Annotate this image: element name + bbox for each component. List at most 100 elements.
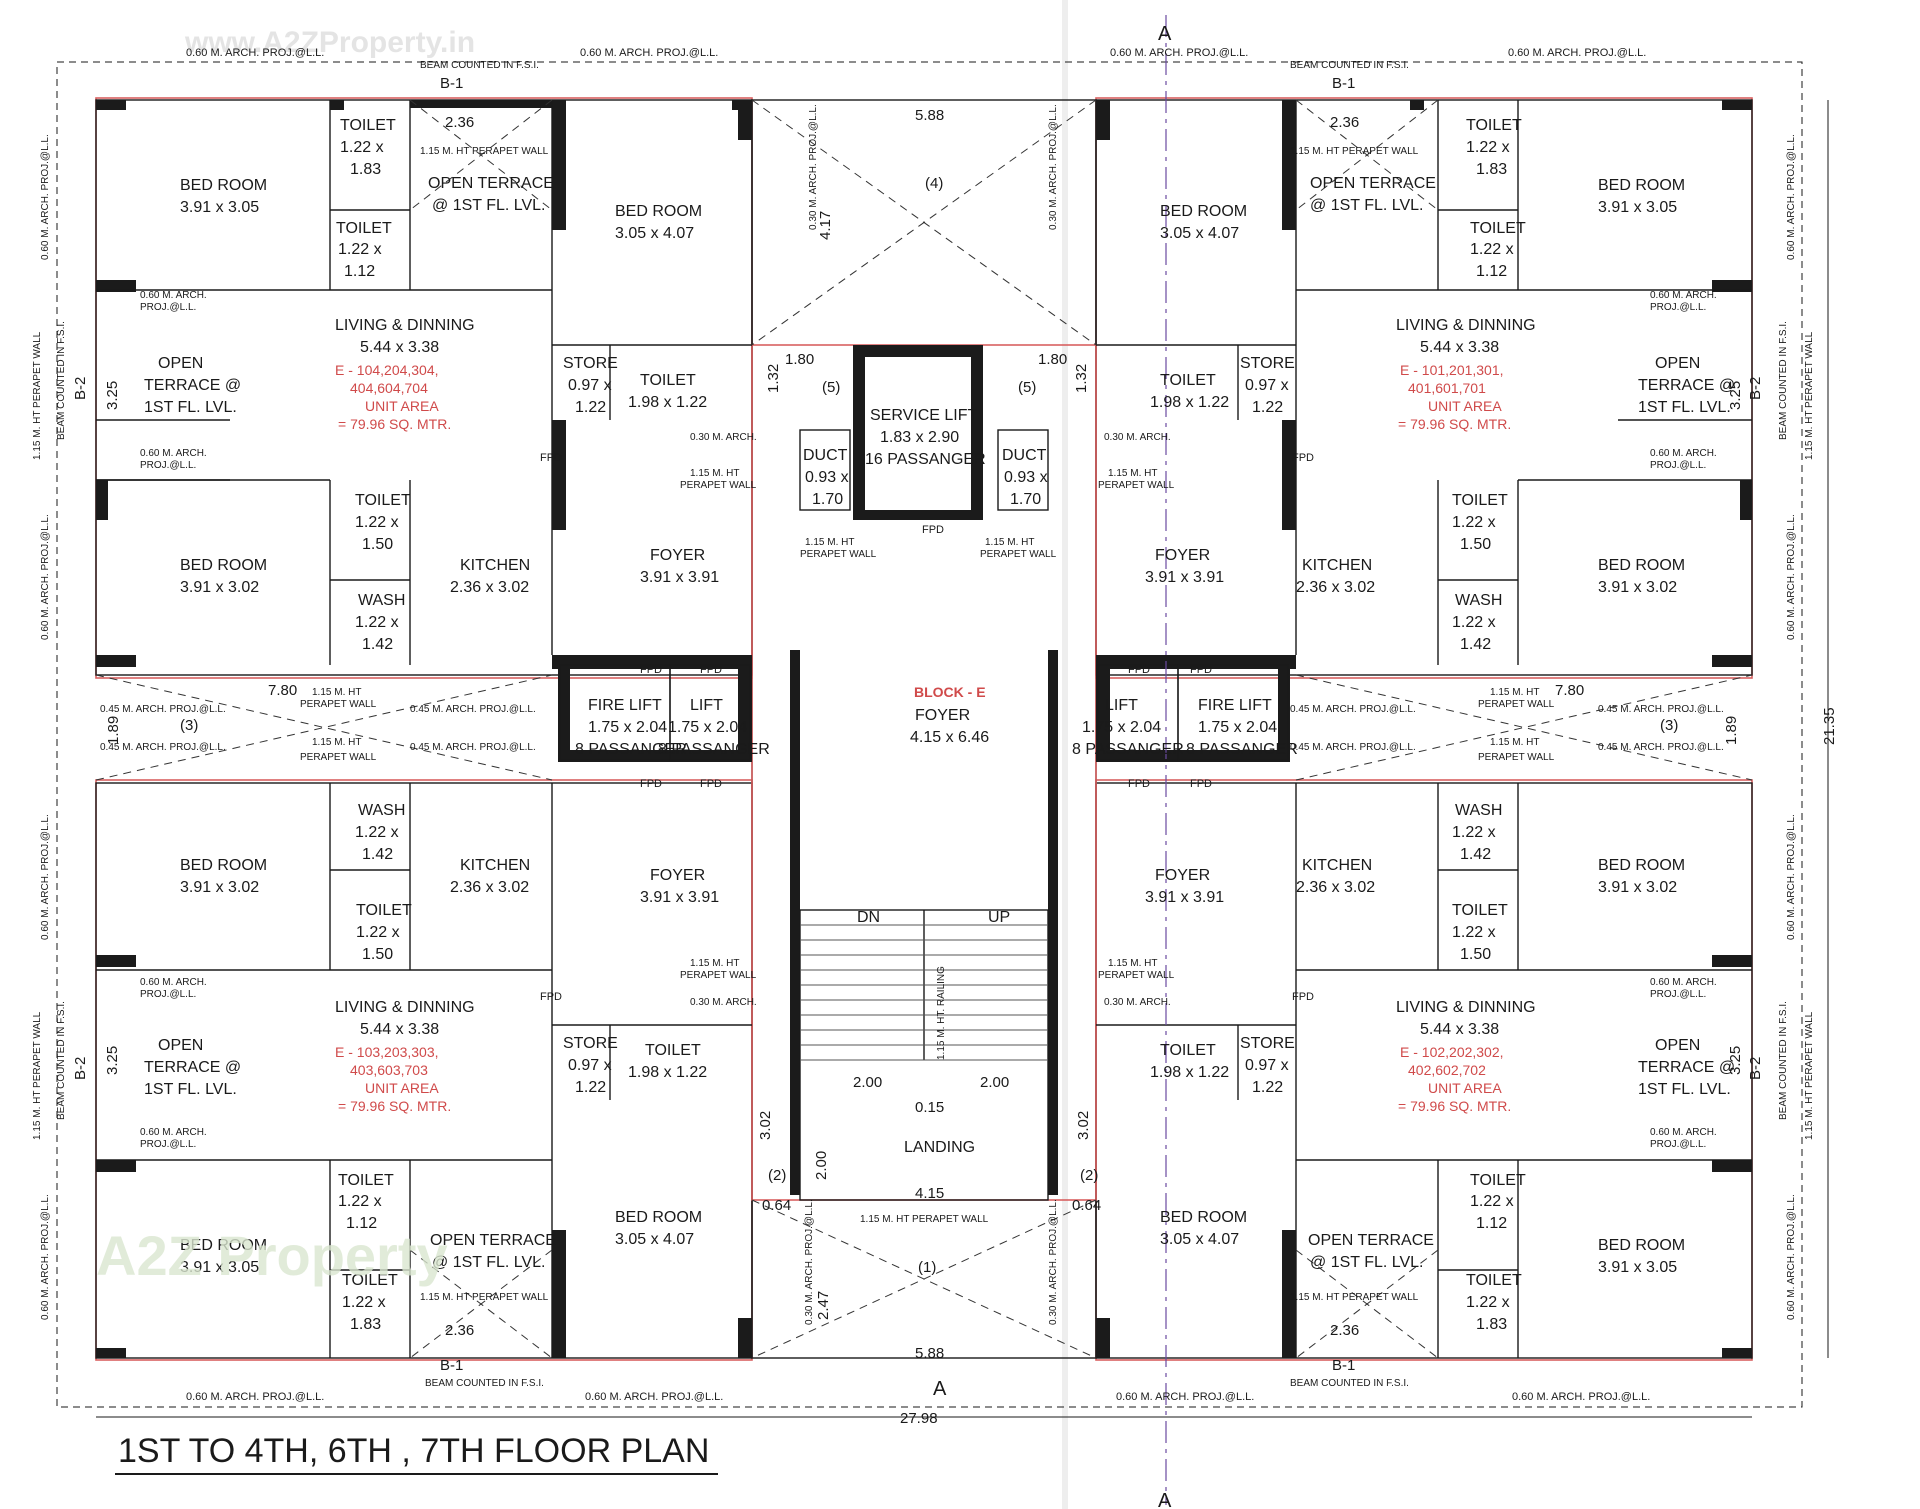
svg-text:PERAPET WALL: PERAPET WALL	[1478, 699, 1555, 710]
svg-text:TOILET: TOILET	[355, 492, 411, 509]
svg-text:0.15: 0.15	[915, 1099, 944, 1116]
svg-text:4.17: 4.17	[817, 211, 834, 240]
svg-text:1ST FL. LVL.: 1ST FL. LVL.	[1638, 399, 1731, 416]
svg-text:(5): (5)	[1018, 379, 1036, 396]
svg-text:3.91 x 3.02: 3.91 x 3.02	[1598, 579, 1677, 596]
svg-text:E - 101,201,301,: E - 101,201,301,	[1400, 362, 1504, 378]
svg-text:TOILET: TOILET	[340, 117, 396, 134]
svg-text:TOILET: TOILET	[338, 1172, 394, 1189]
svg-text:1.70: 1.70	[1010, 491, 1041, 508]
svg-text:3.25: 3.25	[104, 1046, 121, 1075]
svg-text:8 PASSANGER: 8 PASSANGER	[1072, 741, 1184, 758]
svg-text:BEAM COUNTED IN F.S.I.: BEAM COUNTED IN F.S.I.	[1778, 1001, 1789, 1120]
svg-text:1.50: 1.50	[1460, 946, 1491, 963]
svg-text:1.15 M. HT: 1.15 M. HT	[312, 737, 361, 748]
svg-text:0.64: 0.64	[762, 1197, 791, 1214]
svg-text:WASH: WASH	[1455, 592, 1502, 609]
svg-text:0.60 M. ARCH. PROJ.@L.L.: 0.60 M. ARCH. PROJ.@L.L.	[1110, 47, 1248, 59]
svg-text:1.89: 1.89	[105, 716, 122, 745]
svg-text:1.83: 1.83	[350, 161, 381, 178]
svg-text:1.15 M. HT PERAPET WALL: 1.15 M. HT PERAPET WALL	[1290, 146, 1419, 157]
watermark-url: www.A2ZProperty.in	[184, 26, 475, 59]
svg-text:UNIT AREA: UNIT AREA	[365, 398, 439, 414]
svg-text:TOILET: TOILET	[336, 220, 392, 237]
svg-text:PERAPET WALL: PERAPET WALL	[680, 970, 757, 981]
svg-text:BED ROOM: BED ROOM	[180, 177, 267, 194]
svg-text:1.83: 1.83	[1476, 161, 1507, 178]
svg-text:= 79.96 SQ. MTR.: = 79.96 SQ. MTR.	[1398, 1098, 1511, 1114]
svg-text:FPD: FPD	[540, 991, 562, 1003]
svg-text:TOILET: TOILET	[640, 372, 696, 389]
svg-text:FPD: FPD	[1190, 664, 1212, 676]
svg-text:1.22 x: 1.22 x	[340, 139, 384, 156]
svg-text:1.22 x: 1.22 x	[1452, 824, 1496, 841]
svg-text:A: A	[1158, 23, 1172, 45]
svg-text:0.97 x: 0.97 x	[568, 377, 612, 394]
central-core: SERVICE LIFT 1.83 x 2.90 16 PASSANGER DU…	[105, 107, 1740, 1362]
svg-text:3.91 x 3.02: 3.91 x 3.02	[180, 579, 259, 596]
svg-text:TERRACE @: TERRACE @	[1638, 1059, 1735, 1076]
svg-text:0.60 M. ARCH.: 0.60 M. ARCH.	[140, 448, 207, 459]
svg-text:E - 104,204,304,: E - 104,204,304,	[335, 362, 439, 378]
svg-text:(1): (1)	[918, 1259, 936, 1276]
svg-text:401,601,701: 401,601,701	[1408, 380, 1486, 396]
svg-text:1.98 x 1.22: 1.98 x 1.22	[628, 1064, 707, 1081]
svg-text:2.36: 2.36	[1330, 114, 1359, 131]
svg-text:TERRACE @: TERRACE @	[144, 1059, 241, 1076]
svg-text:STORE: STORE	[1240, 1035, 1295, 1052]
svg-text:0.30 M. ARCH. PROJ.@L.L.: 0.30 M. ARCH. PROJ.@L.L.	[1048, 1199, 1059, 1325]
svg-text:1.15 M. HT PERAPET WALL: 1.15 M. HT PERAPET WALL	[32, 1011, 43, 1140]
plan-title: 1ST TO 4TH, 6TH , 7TH FLOOR PLAN	[118, 1432, 709, 1470]
svg-text:DUCT: DUCT	[1002, 447, 1047, 464]
svg-text:3.05 x 4.07: 3.05 x 4.07	[1160, 225, 1239, 242]
svg-text:3.05 x 4.07: 3.05 x 4.07	[615, 1231, 694, 1248]
svg-text:8 PASSANGER: 8 PASSANGER	[658, 741, 770, 758]
svg-text:3.25: 3.25	[1727, 381, 1744, 410]
svg-text:1ST FL. LVL.: 1ST FL. LVL.	[144, 399, 237, 416]
svg-text:1.22: 1.22	[575, 399, 606, 416]
svg-text:= 79.96 SQ. MTR.: = 79.96 SQ. MTR.	[338, 416, 451, 432]
svg-text:PROJ.@L.L.: PROJ.@L.L.	[1650, 302, 1706, 313]
svg-text:21.35: 21.35	[1821, 707, 1838, 745]
svg-text:1.12: 1.12	[344, 263, 375, 280]
svg-text:1.15 M. HT: 1.15 M. HT	[690, 468, 739, 479]
svg-text:1.83: 1.83	[1476, 1316, 1507, 1333]
svg-text:DN: DN	[857, 909, 880, 926]
svg-text:0.60 M. ARCH. PROJ.@L.L.: 0.60 M. ARCH. PROJ.@L.L.	[186, 1391, 324, 1403]
svg-text:1.22 x: 1.22 x	[1470, 1193, 1514, 1210]
svg-text:4.15: 4.15	[915, 1185, 944, 1202]
svg-text:0.60 M. ARCH.: 0.60 M. ARCH.	[1650, 977, 1717, 988]
svg-text:1.70: 1.70	[812, 491, 843, 508]
partitions	[96, 100, 1752, 1358]
svg-text:2.00: 2.00	[853, 1074, 882, 1091]
svg-text:3.91 x 3.02: 3.91 x 3.02	[1598, 879, 1677, 896]
svg-text:TOILET: TOILET	[1452, 902, 1508, 919]
svg-text:2.00: 2.00	[813, 1151, 830, 1180]
svg-text:B-1: B-1	[440, 1357, 463, 1374]
svg-text:0.30 M. ARCH. PROJ.@L.L.: 0.30 M. ARCH. PROJ.@L.L.	[804, 1199, 815, 1325]
svg-text:3.91 x 3.91: 3.91 x 3.91	[1145, 569, 1224, 586]
svg-text:1.15 M. HT: 1.15 M. HT	[690, 958, 739, 969]
svg-text:1.22 x: 1.22 x	[355, 614, 399, 631]
svg-text:= 79.96 SQ. MTR.: = 79.96 SQ. MTR.	[1398, 416, 1511, 432]
unit-bottom-left: BED ROOM 3.91 x 3.02 WASH 1.22 x 1.42 TO…	[104, 802, 719, 1333]
svg-text:1.15 M. HT PERAPET WALL: 1.15 M. HT PERAPET WALL	[860, 1214, 989, 1225]
svg-text:(2): (2)	[1080, 1167, 1098, 1184]
svg-text:@ 1ST FL. LVL.: @ 1ST FL. LVL.	[432, 197, 545, 214]
svg-text:PROJ.@L.L.: PROJ.@L.L.	[140, 460, 196, 471]
svg-text:(2): (2)	[768, 1167, 786, 1184]
svg-text:1.22 x: 1.22 x	[1452, 514, 1496, 531]
svg-text:0.45 M. ARCH. PROJ.@L.L.: 0.45 M. ARCH. PROJ.@L.L.	[1598, 704, 1724, 715]
svg-text:KITCHEN: KITCHEN	[460, 557, 530, 574]
svg-text:1.22 x: 1.22 x	[338, 1193, 382, 1210]
svg-text:OPEN TERRACE: OPEN TERRACE	[1310, 175, 1436, 192]
svg-text:FPD: FPD	[1128, 778, 1150, 790]
svg-text:1.22 x: 1.22 x	[356, 924, 400, 941]
svg-text:@ 1ST FL. LVL.: @ 1ST FL. LVL.	[1310, 197, 1423, 214]
svg-text:PERAPET WALL: PERAPET WALL	[1098, 480, 1175, 491]
svg-text:1.42: 1.42	[362, 636, 393, 653]
svg-text:STORE: STORE	[1240, 355, 1295, 372]
svg-text:BEAM COUNTED IN F.S.I.: BEAM COUNTED IN F.S.I.	[1290, 1378, 1409, 1389]
svg-text:16 PASSANGER: 16 PASSANGER	[865, 451, 986, 468]
svg-text:1.80: 1.80	[1038, 351, 1067, 368]
